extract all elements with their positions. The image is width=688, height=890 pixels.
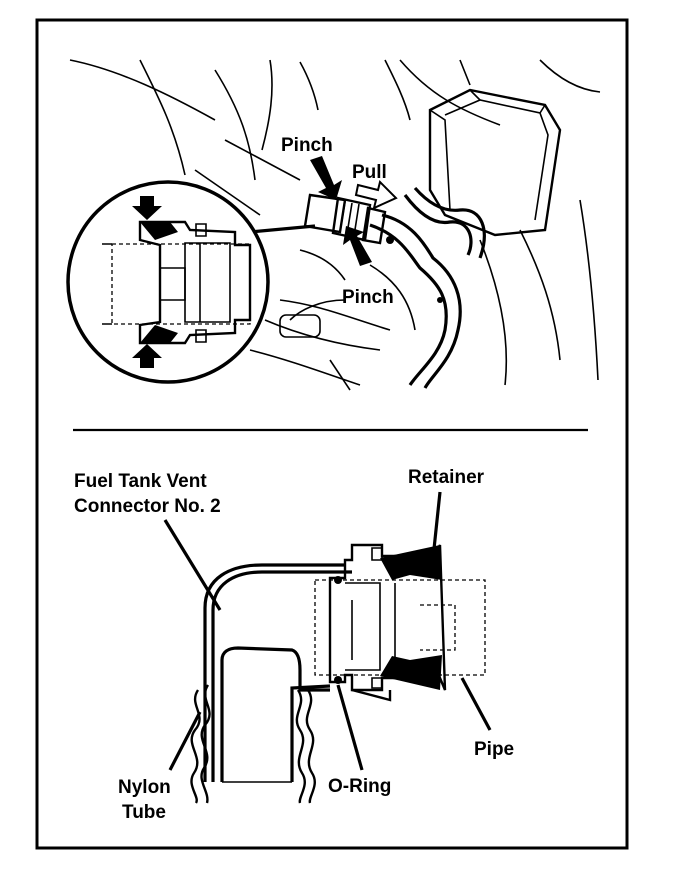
installation-view: Pinch Pull Pinch — [66, 59, 601, 391]
label-pinch-upper: Pinch — [281, 135, 333, 156]
pinch-arrow-detail-bottom — [132, 344, 162, 368]
pinch-arrow-detail-top — [132, 196, 162, 220]
vent-hose — [369, 186, 486, 389]
label-o-ring: O-Ring — [328, 776, 391, 797]
label-nylon-line2: Tube — [122, 802, 166, 823]
detail-circle — [66, 180, 316, 384]
label-pull: Pull — [352, 162, 387, 183]
pull-arrow — [354, 180, 398, 210]
label-connector-line1: Fuel Tank Vent — [74, 471, 207, 492]
label-retainer: Retainer — [408, 467, 485, 488]
leader-lines — [163, 491, 492, 771]
label-nylon-line1: Nylon — [118, 777, 171, 798]
pinch-arrow-upper — [310, 156, 342, 200]
vehicle-body-lines — [69, 59, 601, 391]
label-pinch-lower: Pinch — [342, 287, 394, 308]
figure-frame — [35, 18, 629, 850]
canister-box — [428, 88, 562, 237]
label-pipe: Pipe — [474, 739, 514, 760]
label-connector-line2: Connector No. 2 — [74, 496, 221, 517]
connector-cross-section: Fuel Tank Vent Connector No. 2 Retainer … — [74, 467, 514, 823]
pinch-arrow-lower — [343, 226, 372, 266]
